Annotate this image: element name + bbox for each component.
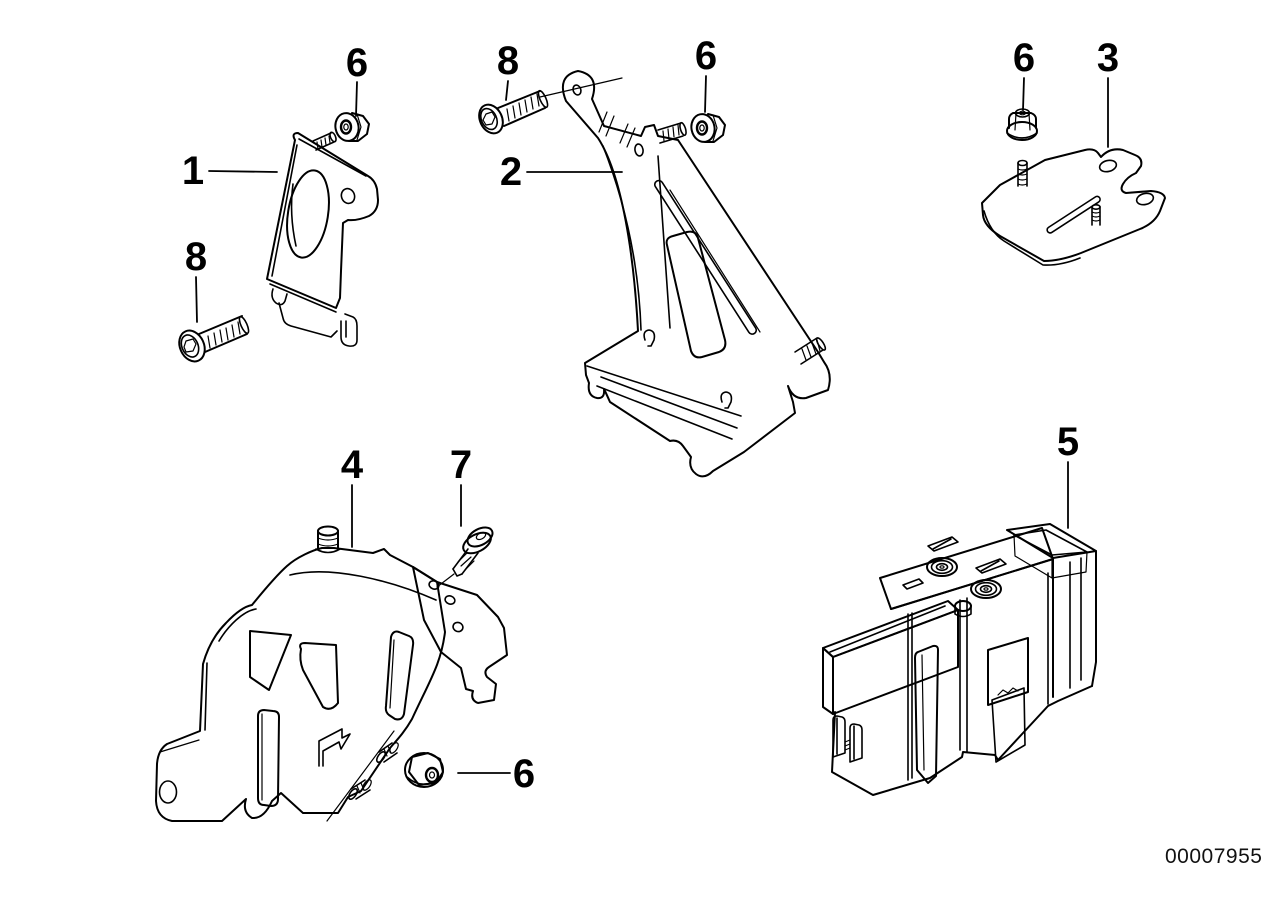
module-mounting-tabs xyxy=(833,716,862,762)
module-bottom-edge xyxy=(832,686,1092,795)
part-1-right-hook xyxy=(341,314,357,346)
stud-alignment-line xyxy=(327,731,394,821)
module-top-cutouts xyxy=(903,537,1006,589)
part-4-stud-icon xyxy=(375,741,400,763)
part-4-fold-crease xyxy=(290,572,436,600)
callout-label-3[interactable]: 3 xyxy=(1096,36,1120,80)
part-2-rivet-pins xyxy=(644,330,731,408)
screw-alignment-line xyxy=(540,78,622,97)
part-4-flap-hole xyxy=(428,580,440,591)
callout-label-6[interactable]: 6 xyxy=(694,34,718,78)
part-3-hole xyxy=(1098,159,1117,174)
part-4-bracket xyxy=(156,527,507,822)
tapping-screw-icon xyxy=(437,524,496,587)
part-4-tall-slot xyxy=(258,710,279,806)
flange-nut-icon xyxy=(689,112,725,144)
module-clip-tongue xyxy=(915,646,938,783)
part-1-oval-depth-line xyxy=(292,184,296,246)
part-1-stud-icon xyxy=(313,131,337,150)
part-4-left-thickness xyxy=(205,609,256,730)
part-4-slanted-slot xyxy=(250,631,291,690)
part-2-bracket xyxy=(540,71,830,476)
callout-label-6[interactable]: 6 xyxy=(1012,36,1036,80)
callout-label-5[interactable]: 5 xyxy=(1056,420,1080,464)
callout-label-4[interactable]: 4 xyxy=(340,443,364,487)
part-1-outline xyxy=(267,133,378,308)
part-4-side-flap xyxy=(413,567,507,703)
callout-label-1[interactable]: 1 xyxy=(181,149,205,193)
part-1-oval-cutout xyxy=(281,167,334,260)
part-2-hole xyxy=(634,143,644,156)
part-4-arrow-emboss xyxy=(319,729,350,766)
module-top-face xyxy=(880,528,1053,609)
callout-label-6[interactable]: 6 xyxy=(512,752,536,796)
part-4-flap-hole xyxy=(444,595,456,606)
torx-screw-icon xyxy=(175,316,251,366)
screw-alignment-line xyxy=(437,574,454,587)
part-1-edge-thickness xyxy=(272,145,297,276)
part-2-tab-hole xyxy=(572,84,583,96)
flange-nut-icon xyxy=(333,111,369,143)
part-4-pocket-cutout xyxy=(300,643,338,709)
part-4-foot-crease xyxy=(160,740,199,752)
flange-nut-icon xyxy=(405,753,443,787)
module-cylinder-boss-icon xyxy=(955,601,971,617)
module-front-top-edge xyxy=(891,559,1053,609)
part-1-bottom-flange xyxy=(270,284,337,337)
part-2-outline xyxy=(563,71,830,476)
part-3-hole xyxy=(1135,192,1154,207)
part-1-hole xyxy=(339,187,356,206)
callout-label-6[interactable]: 6 xyxy=(345,41,369,85)
part-4-top-stud-icon xyxy=(316,527,340,553)
callout-label-7[interactable]: 7 xyxy=(449,443,473,487)
part-4-stud-icon xyxy=(347,778,373,800)
part-4-right-slot xyxy=(386,632,413,720)
part-2-inner-edges xyxy=(603,146,670,330)
module-right-wall xyxy=(1053,551,1096,697)
callout-leader-lines xyxy=(196,76,1108,773)
module-connector-boss-icon xyxy=(971,580,1001,598)
part-3-outline xyxy=(982,149,1165,261)
part-3-bracket xyxy=(982,149,1165,265)
part-2-stud-bottom-icon xyxy=(795,337,827,364)
callout-label-8[interactable]: 8 xyxy=(496,39,520,83)
module-front-ridges xyxy=(908,573,1048,780)
part-1-top-edge xyxy=(299,139,366,176)
part-1-left-hook xyxy=(272,289,287,305)
diagram-number: 00007955 xyxy=(1165,845,1263,868)
part-4-flap-hole xyxy=(452,621,464,633)
part-4-outline xyxy=(156,548,445,821)
module-right-grooves xyxy=(1070,558,1081,688)
module-connector-boss-icon xyxy=(927,558,957,576)
part-3-stud-icon xyxy=(1018,161,1027,187)
part-1-bracket xyxy=(267,131,378,346)
callout-label-8[interactable]: 8 xyxy=(184,235,208,279)
flange-nut-icon xyxy=(1007,109,1037,140)
part-3-slot xyxy=(1046,195,1101,234)
part-2-fold-hatching xyxy=(599,112,635,147)
part-3-edge-thickness xyxy=(984,211,1080,265)
module-hanging-flap xyxy=(992,688,1025,762)
part-2-slot-depth xyxy=(670,190,760,332)
part-2-opening xyxy=(667,232,726,358)
torx-screw-icon xyxy=(475,90,550,138)
part-4-foot-hole xyxy=(160,781,177,803)
part-3-stud-icon xyxy=(1092,205,1100,225)
part-2-tray-creases xyxy=(587,366,741,439)
part-2-stud-top-icon xyxy=(658,122,687,143)
part-5-control-module xyxy=(823,524,1096,795)
module-front-cutout xyxy=(988,638,1028,705)
module-tray xyxy=(823,601,958,714)
callout-label-2[interactable]: 2 xyxy=(499,150,523,194)
part-2-slot xyxy=(653,179,758,336)
